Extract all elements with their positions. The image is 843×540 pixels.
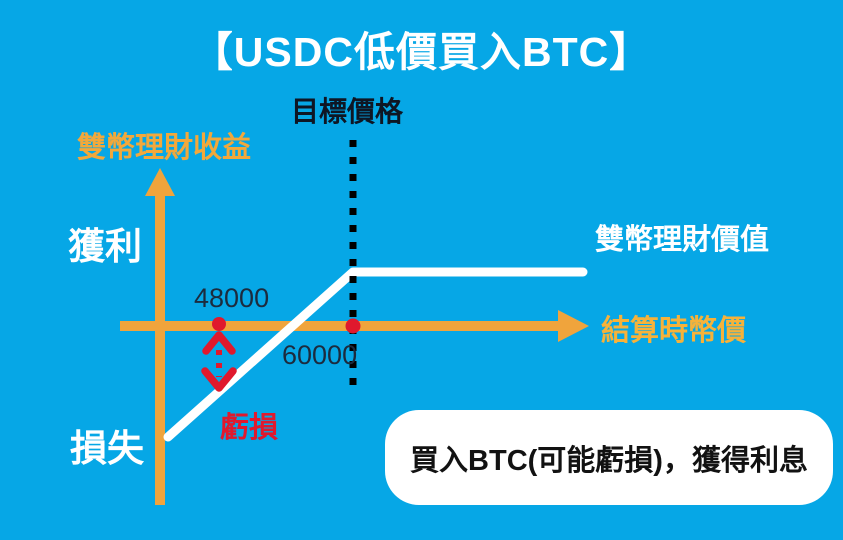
target-price-label: 目標價格 bbox=[291, 96, 404, 127]
x-axis-label: 結算時幣價 bbox=[601, 315, 747, 347]
loss-arrow-down-chevron-icon bbox=[201, 367, 237, 392]
x-axis-arrowhead-icon bbox=[558, 310, 589, 342]
y-axis-label: 雙幣理財收益 bbox=[77, 132, 252, 164]
explanation-callout: 買入BTC(可能虧損)，獲得利息 bbox=[385, 410, 833, 505]
y-axis-arrowhead-icon bbox=[145, 168, 175, 196]
profit-region-label: 獲利 bbox=[68, 226, 142, 267]
explanation-callout-text: 買入BTC(可能虧損)，獲得利息 bbox=[410, 444, 808, 477]
target-price-dot-60000 bbox=[345, 318, 361, 334]
loss-arrow-up-chevron-icon bbox=[202, 331, 236, 355]
price-tick-60000: 60000 bbox=[282, 340, 358, 370]
page-title: 【USDC低價買入BTC】 bbox=[191, 29, 652, 75]
settlement-price-dot-48000 bbox=[212, 317, 226, 331]
loss-region-label: 損失 bbox=[70, 428, 144, 469]
price-tick-48000: 48000 bbox=[194, 283, 270, 313]
payoff-line-label: 雙幣理財價值 bbox=[595, 224, 770, 256]
loss-annotation-label: 虧損 bbox=[220, 412, 279, 444]
payoff-line bbox=[163, 267, 588, 442]
